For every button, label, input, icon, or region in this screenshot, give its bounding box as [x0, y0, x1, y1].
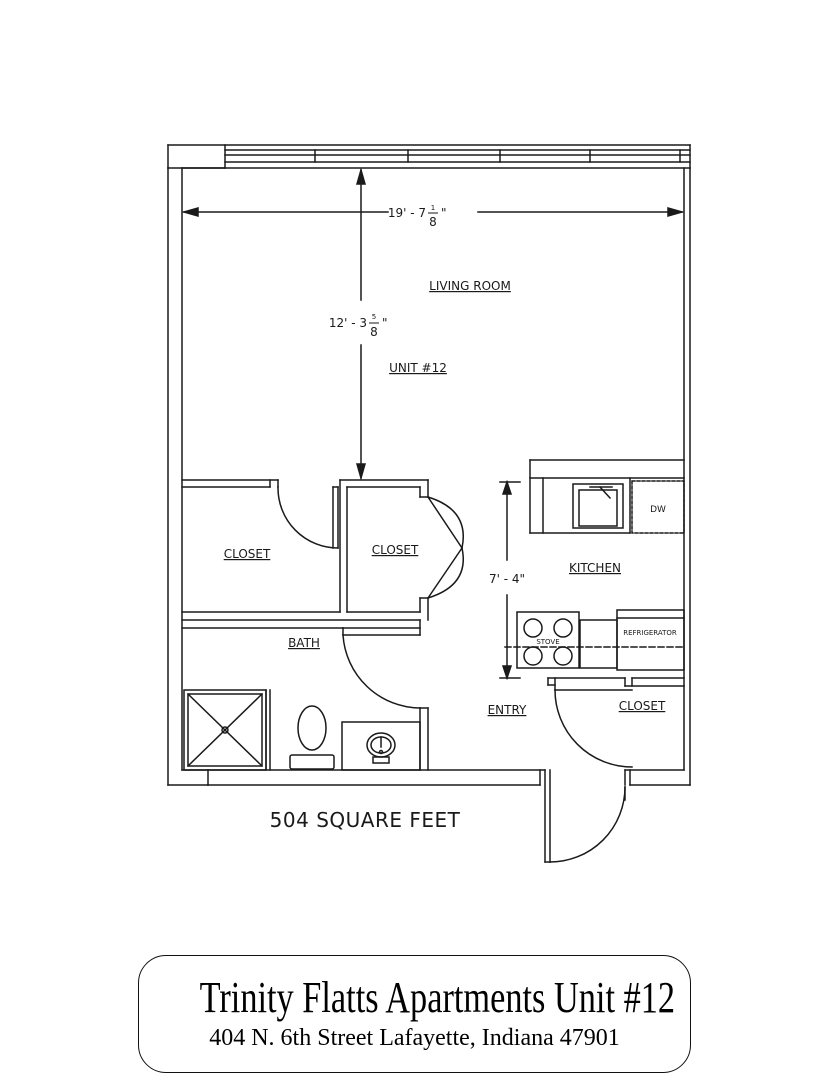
- label-closet-center: CLOSET: [372, 543, 419, 557]
- refrigerator-icon: [616, 609, 685, 671]
- title-text: Trinity Flatts Apartments Unit #12: [199, 973, 676, 1022]
- dimension-kitchen-text: 7' - 4": [489, 572, 525, 586]
- closet-center-walls: [339, 479, 464, 621]
- address-text: 404 N. 6th Street Lafayette, Indiana 479…: [209, 1025, 620, 1051]
- dimension-depth-inch: ": [382, 316, 388, 330]
- dimension-depth-text: 12' - 3: [329, 316, 367, 330]
- label-stove: STOVE: [536, 638, 559, 646]
- label-bath: BATH: [288, 636, 320, 650]
- toilet-icon: [289, 705, 335, 770]
- dimension-depth-den: 8: [370, 325, 378, 339]
- label-refrigerator: REFRIGERATOR: [623, 629, 677, 637]
- entry-door-swing: [549, 786, 626, 863]
- kitchen-counter: [529, 459, 685, 534]
- window-wall-top: [167, 144, 691, 169]
- area-label: 504 SQUARE FEET: [270, 808, 461, 832]
- bath-walls: [181, 619, 429, 771]
- closet-entry-walls: [547, 677, 685, 768]
- dimension-width-label: 19' - 7 1 8 ": [388, 204, 447, 229]
- dimension-depth-num: 5: [372, 313, 376, 321]
- dimension-width-text: 19' - 7: [388, 206, 426, 220]
- label-entry: ENTRY: [488, 703, 527, 717]
- label-closet-entry: CLOSET: [619, 699, 666, 713]
- dimension-width: [181, 207, 685, 217]
- closet-left-walls: [181, 479, 421, 621]
- floor-plan: LIVING ROOM UNIT #12 CLOSET CLOSET KITCH…: [167, 144, 691, 863]
- dimension-width-den: 8: [429, 215, 437, 229]
- dimension-depth-label: 12' - 3 5 8 ": [329, 313, 388, 339]
- dimension-width-inch: ": [441, 206, 447, 220]
- label-dishwasher: DW: [650, 505, 666, 515]
- label-unit: UNIT #12: [389, 361, 447, 375]
- shower-icon: [183, 689, 271, 771]
- counter-segment: [579, 619, 618, 669]
- label-closet-left: CLOSET: [224, 547, 271, 561]
- dimension-width-num: 1: [431, 204, 435, 212]
- wall-left: [167, 167, 226, 786]
- wall-right: [683, 167, 691, 786]
- sink-icon: [341, 721, 421, 771]
- dishwasher-icon: [631, 480, 685, 534]
- label-living-room: LIVING ROOM: [429, 279, 511, 293]
- label-kitchen: KITCHEN: [569, 561, 621, 575]
- title-block: Trinity Flatts Apartments Unit #12 404 N…: [138, 955, 691, 1073]
- dimension-depth: [356, 167, 366, 481]
- dimension-kitchen: [499, 479, 521, 681]
